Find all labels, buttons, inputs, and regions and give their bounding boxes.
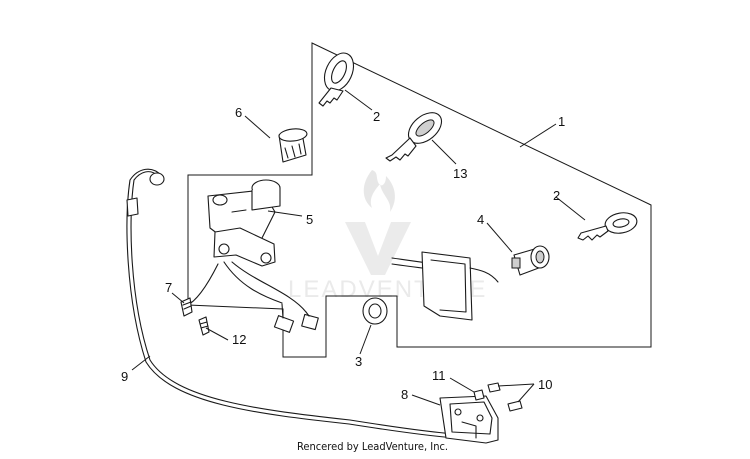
- bolt-part-10-a: [487, 382, 501, 393]
- latch-mechanism-part-8: [439, 395, 499, 444]
- callout-5: 5: [306, 212, 313, 227]
- assembly-frame: [187, 42, 652, 358]
- bolt-part-11: [473, 389, 485, 401]
- callout-13: 13: [453, 166, 467, 181]
- lock-cylinder-part-4: [511, 245, 550, 276]
- key-part-2-upper: [318, 52, 355, 107]
- callout-2-right: 2: [553, 188, 560, 203]
- bolt-part-10-b: [507, 400, 523, 412]
- render-credit: Rencered by LeadVenture, Inc.: [297, 440, 448, 453]
- bolt-part-12: [198, 316, 210, 336]
- callout-4: 4: [477, 212, 484, 227]
- key-part-13: [385, 112, 443, 162]
- callout-12: 12: [232, 332, 246, 347]
- key-part-2-right: [577, 212, 638, 241]
- callout-6: 6: [235, 105, 242, 120]
- screw-part-7: [180, 297, 193, 317]
- callout-8: 8: [401, 387, 408, 402]
- callout-11: 11: [432, 368, 446, 383]
- callout-10: 10: [538, 377, 552, 392]
- callout-7: 7: [165, 280, 172, 295]
- cable-part-9: [126, 168, 456, 439]
- leader-lines: [131, 89, 586, 406]
- callout-2-upper: 2: [373, 109, 380, 124]
- callout-1: 1: [558, 114, 565, 129]
- callout-9: 9: [121, 369, 128, 384]
- ignition-switch-part-5: [185, 179, 319, 333]
- latch-bracket: [391, 251, 499, 321]
- grommet-part-3: [362, 297, 388, 325]
- cap-part-6: [278, 128, 308, 163]
- callout-3: 3: [355, 354, 362, 369]
